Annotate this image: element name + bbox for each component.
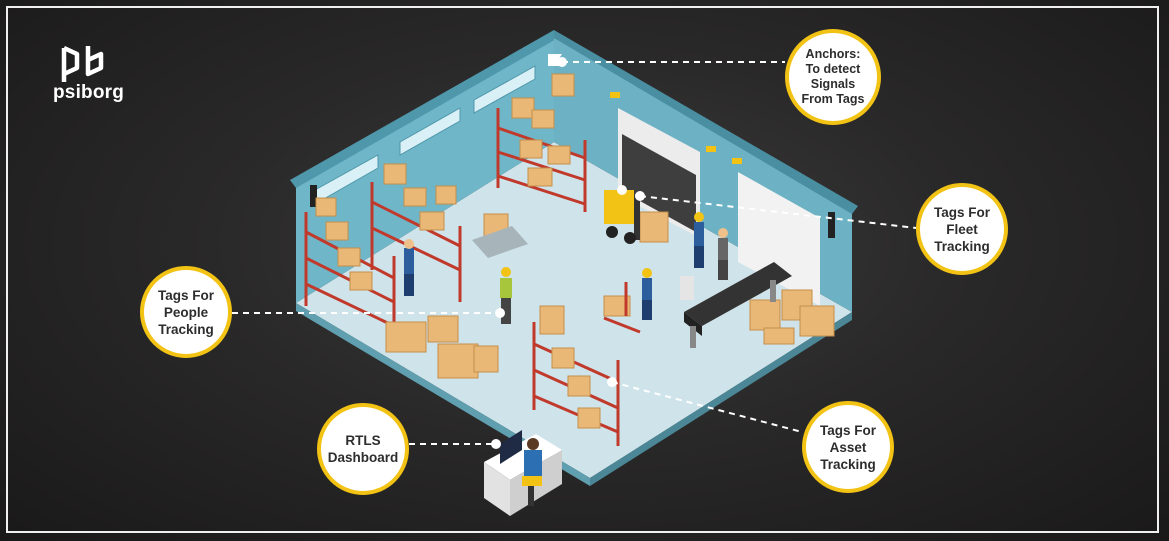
anchor-device-right	[828, 212, 835, 238]
callout-fleet-text: Tags For Fleet Tracking	[934, 204, 990, 255]
callout-fleet-tracking: Tags For Fleet Tracking	[916, 183, 1008, 275]
callout-rtls-text: RTLS Dashboard	[328, 432, 399, 466]
callout-anchors: Anchors: To detect Signals From Tags	[785, 29, 881, 125]
callout-people-text: Tags For People Tracking	[158, 287, 214, 338]
callout-rtls-dashboard: RTLS Dashboard	[317, 403, 409, 495]
callout-people-tracking: Tags For People Tracking	[140, 266, 232, 358]
callout-asset-tracking: Tags For Asset Tracking	[802, 401, 894, 493]
callout-asset-text: Tags For Asset Tracking	[820, 422, 876, 473]
callout-anchors-text: Anchors: To detect Signals From Tags	[802, 47, 865, 107]
